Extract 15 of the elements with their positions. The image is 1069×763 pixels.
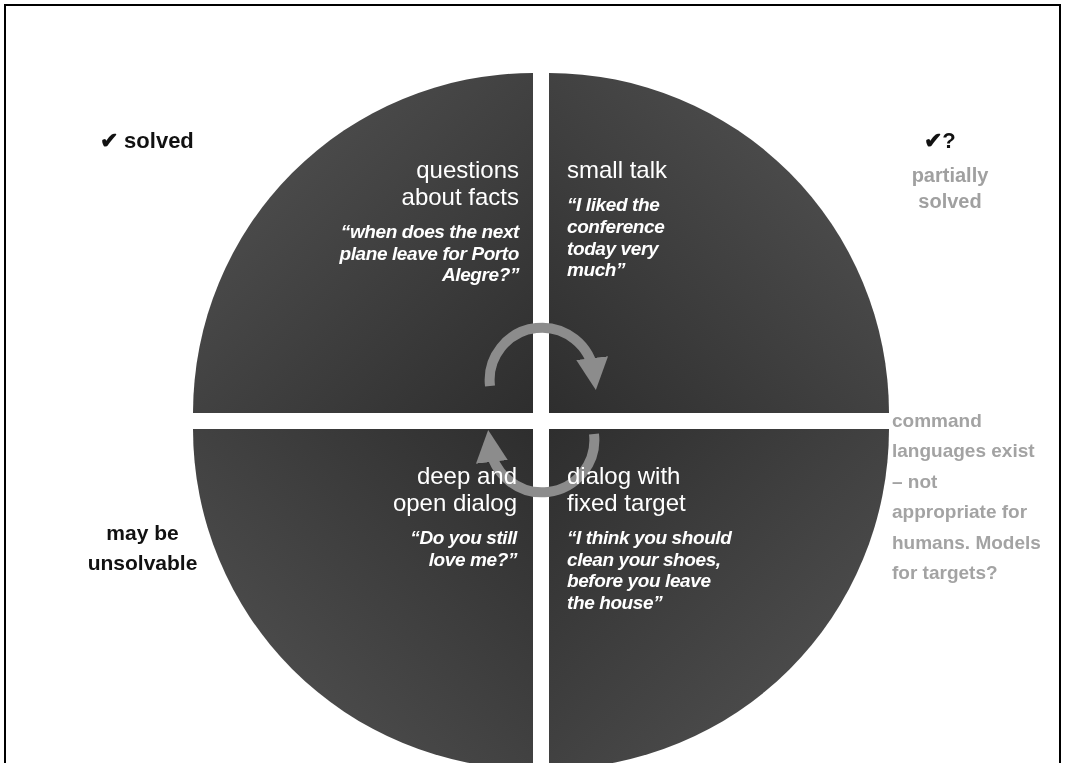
example-quote: “Do you still love me?” [409, 526, 517, 571]
segment-heading: questions about facts [400, 157, 519, 211]
status-note: command languages exist – not appropriate for humans. Models for targets? [892, 409, 1042, 585]
example-quote: “when does the next plane leave for Porto Alegre?” [339, 220, 519, 287]
segment-heading: dialog with fixed target [567, 463, 687, 517]
example-quote: “I liked the conference today very much” [567, 193, 666, 282]
curved-arrow [484, 322, 607, 390]
status-note: ✔ solved [100, 128, 195, 155]
example-quote: “I think you should clean your shoes, before you leave the house” [567, 526, 732, 615]
status-note: may be unsolvable [86, 520, 199, 577]
status-note: ✔? [923, 128, 957, 155]
segment-heading: deep and open dialog [391, 463, 517, 517]
segment-heading: small talk [567, 157, 669, 184]
status-note: partially solved [910, 163, 990, 214]
curved-arrow [477, 430, 600, 498]
